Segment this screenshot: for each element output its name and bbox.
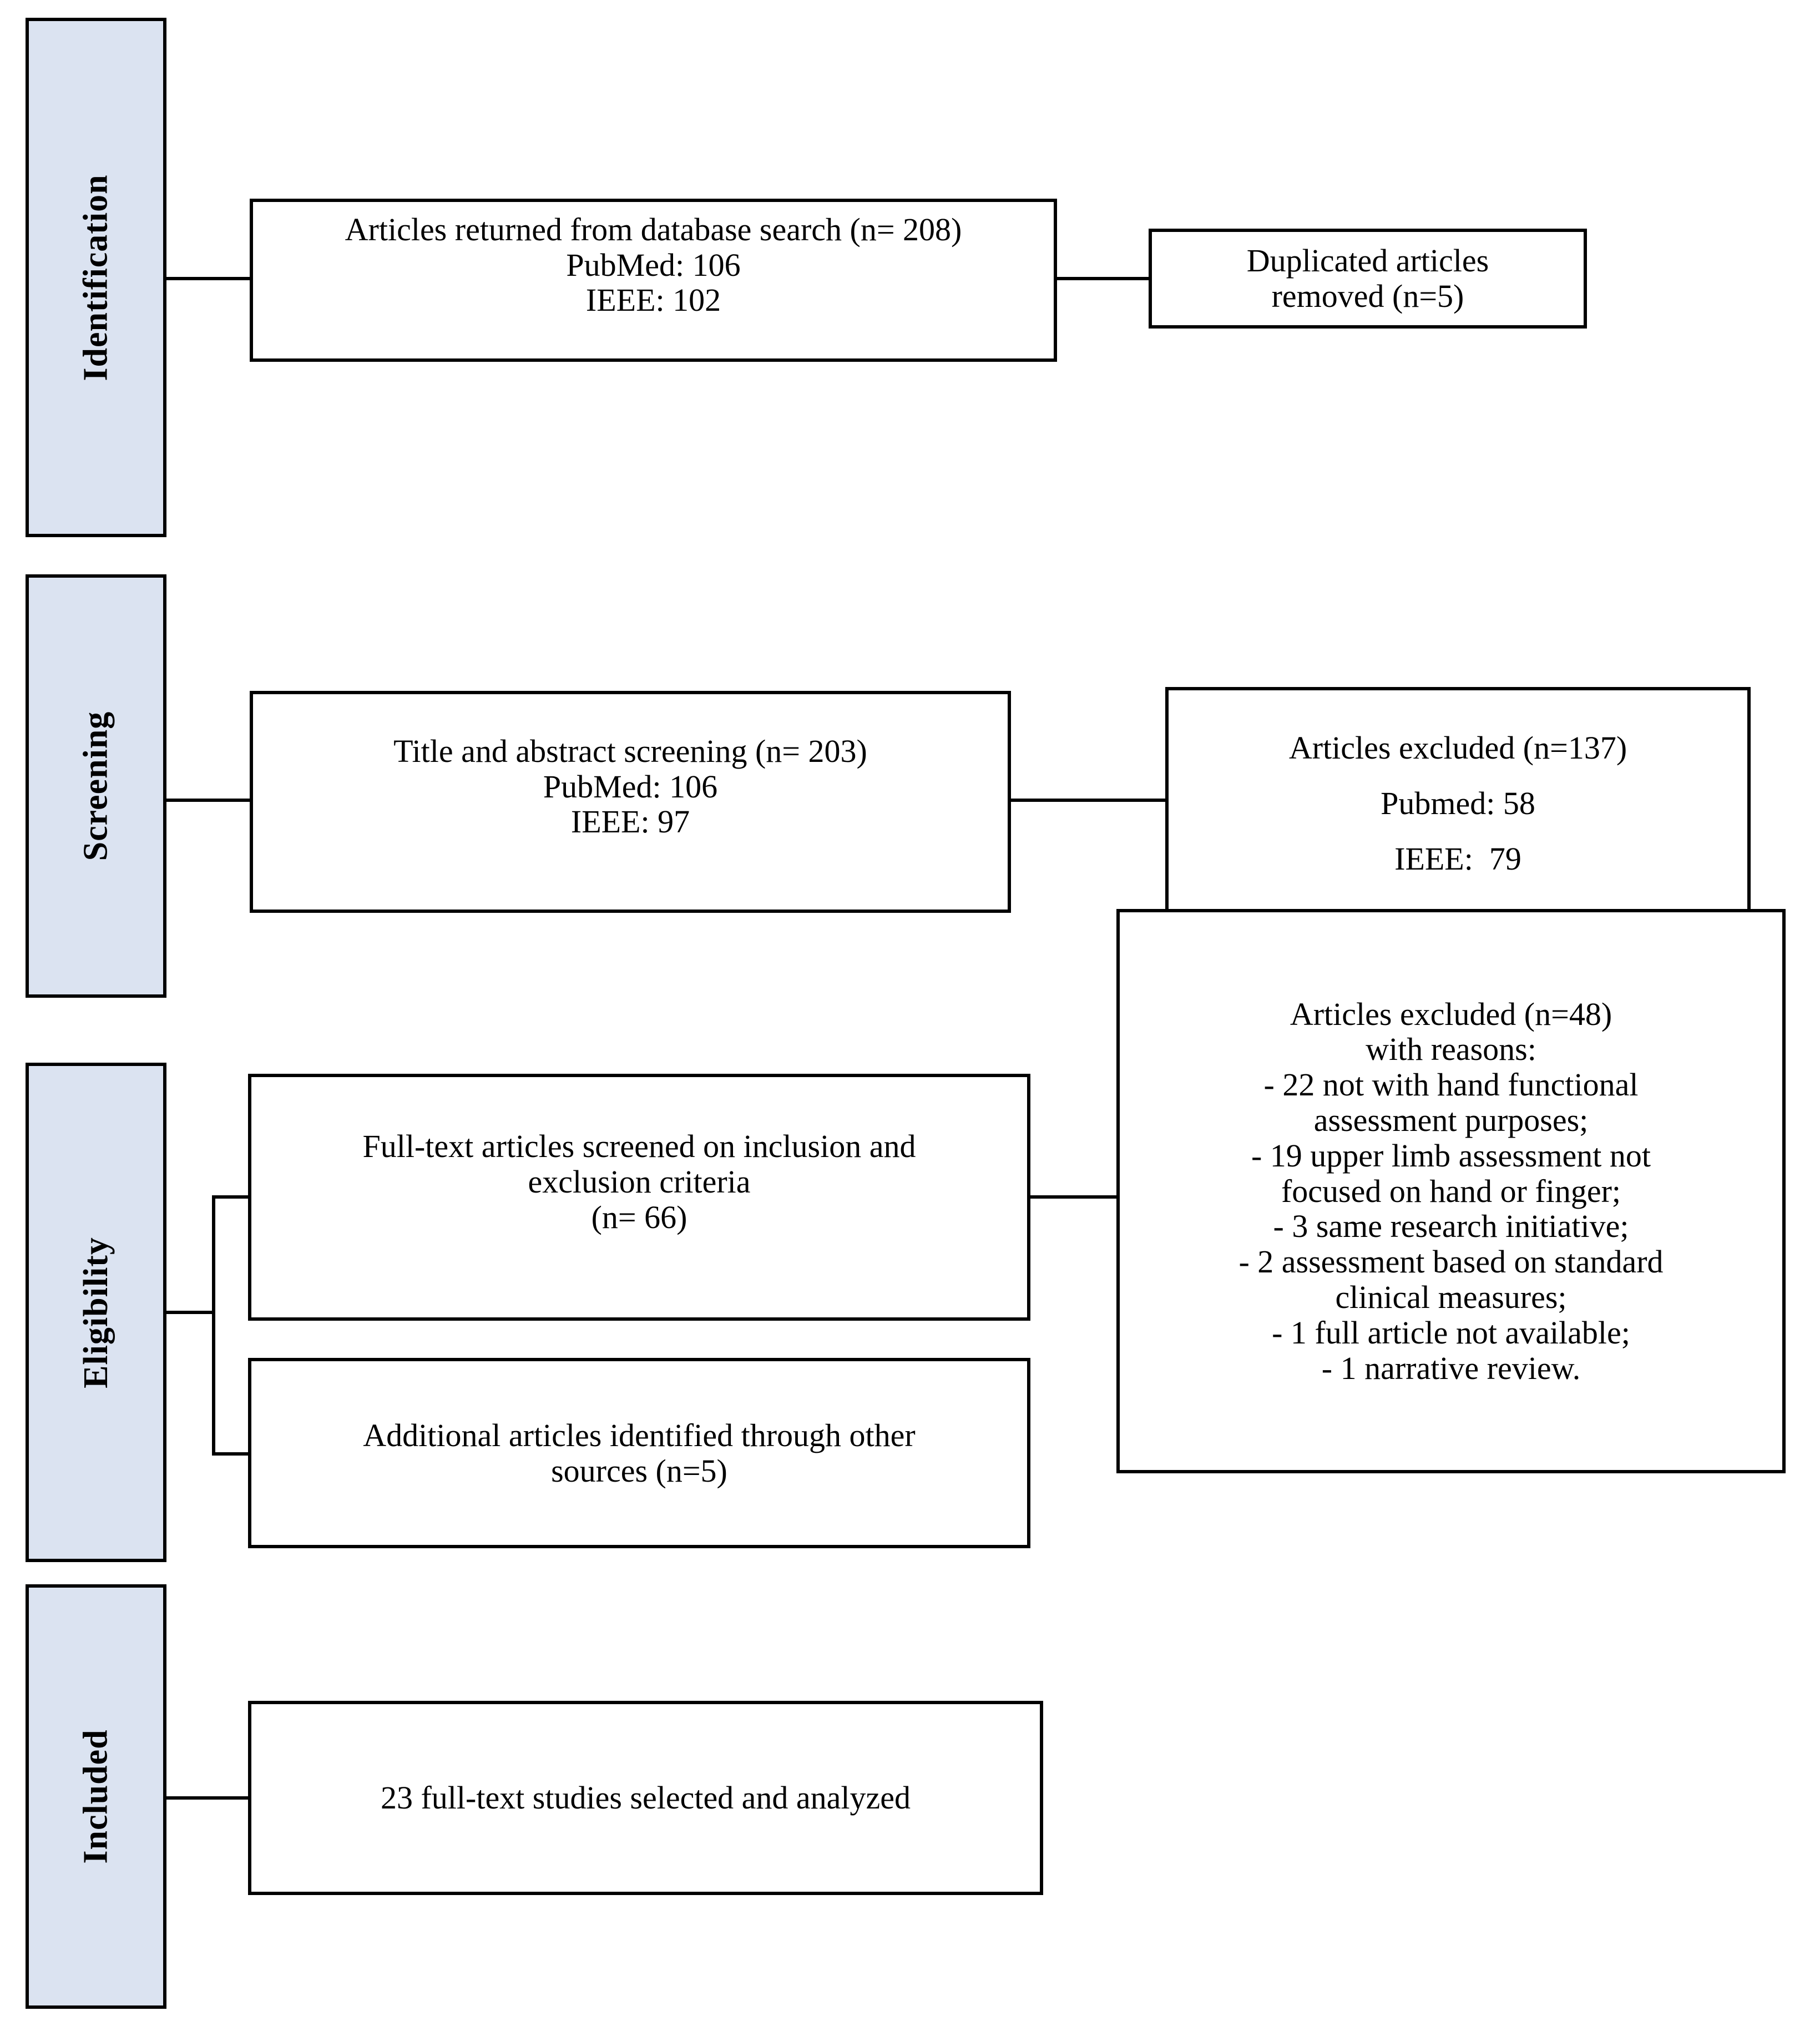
connector-identification-to-records [163, 277, 252, 280]
connector-screening-to-title-box [163, 799, 252, 802]
duplicates-removed-text: Duplicated articles removed (n=5) [1246, 242, 1489, 314]
stage-included-label: Included [77, 1729, 115, 1864]
stage-eligibility: Eligibility [26, 1063, 166, 1562]
records-returned-box: Articles returned from database search (… [250, 199, 1057, 362]
fulltext-screened-text: Full-text articles screened on inclusion… [362, 1128, 916, 1235]
connector-records-to-duplicates [1054, 277, 1151, 280]
stage-eligibility-label: Eligibility [77, 1236, 115, 1388]
excluded-screening-text: Articles excluded (n=137) Pubmed: 58 IEE… [1288, 730, 1627, 877]
excluded-fulltext-box: Articles excluded (n=48) with reasons: -… [1116, 909, 1786, 1473]
records-returned-text: Articles returned from database search (… [345, 211, 962, 319]
excluded-fulltext-text: Articles excluded (n=48) with reasons: -… [1238, 996, 1664, 1386]
connector-eligibility-to-bracket [163, 1311, 215, 1314]
connector-included-to-final-box [163, 1796, 252, 1800]
stage-identification: Identification [26, 18, 166, 537]
stage-screening: Screening [26, 574, 166, 998]
stage-screening-label: Screening [77, 711, 115, 861]
connector-bracket-to-fulltext [212, 1195, 251, 1199]
included-studies-text: 23 full-text studies selected and analyz… [380, 1780, 911, 1816]
title-abstract-screening-text: Title and abstract screening (n= 203) Pu… [393, 732, 867, 840]
additional-sources-text: Additional articles identified through o… [363, 1417, 916, 1489]
duplicates-removed-box: Duplicated articles removed (n=5) [1149, 229, 1587, 329]
additional-sources-box: Additional articles identified through o… [248, 1358, 1030, 1548]
connector-title-box-to-excluded137 [1008, 799, 1169, 802]
included-studies-box: 23 full-text studies selected and analyz… [248, 1701, 1043, 1895]
connector-fulltext-to-excluded48 [1027, 1195, 1119, 1199]
excluded-screening-box: Articles excluded (n=137) Pubmed: 58 IEE… [1165, 687, 1751, 920]
title-abstract-screening-box: Title and abstract screening (n= 203) Pu… [250, 691, 1011, 913]
stage-included: Included [26, 1584, 166, 2009]
stage-identification-label: Identification [77, 174, 115, 381]
connector-bracket-to-additional [212, 1452, 251, 1456]
bracket-vertical-line [212, 1197, 215, 1456]
fulltext-screened-box: Full-text articles screened on inclusion… [248, 1074, 1030, 1321]
